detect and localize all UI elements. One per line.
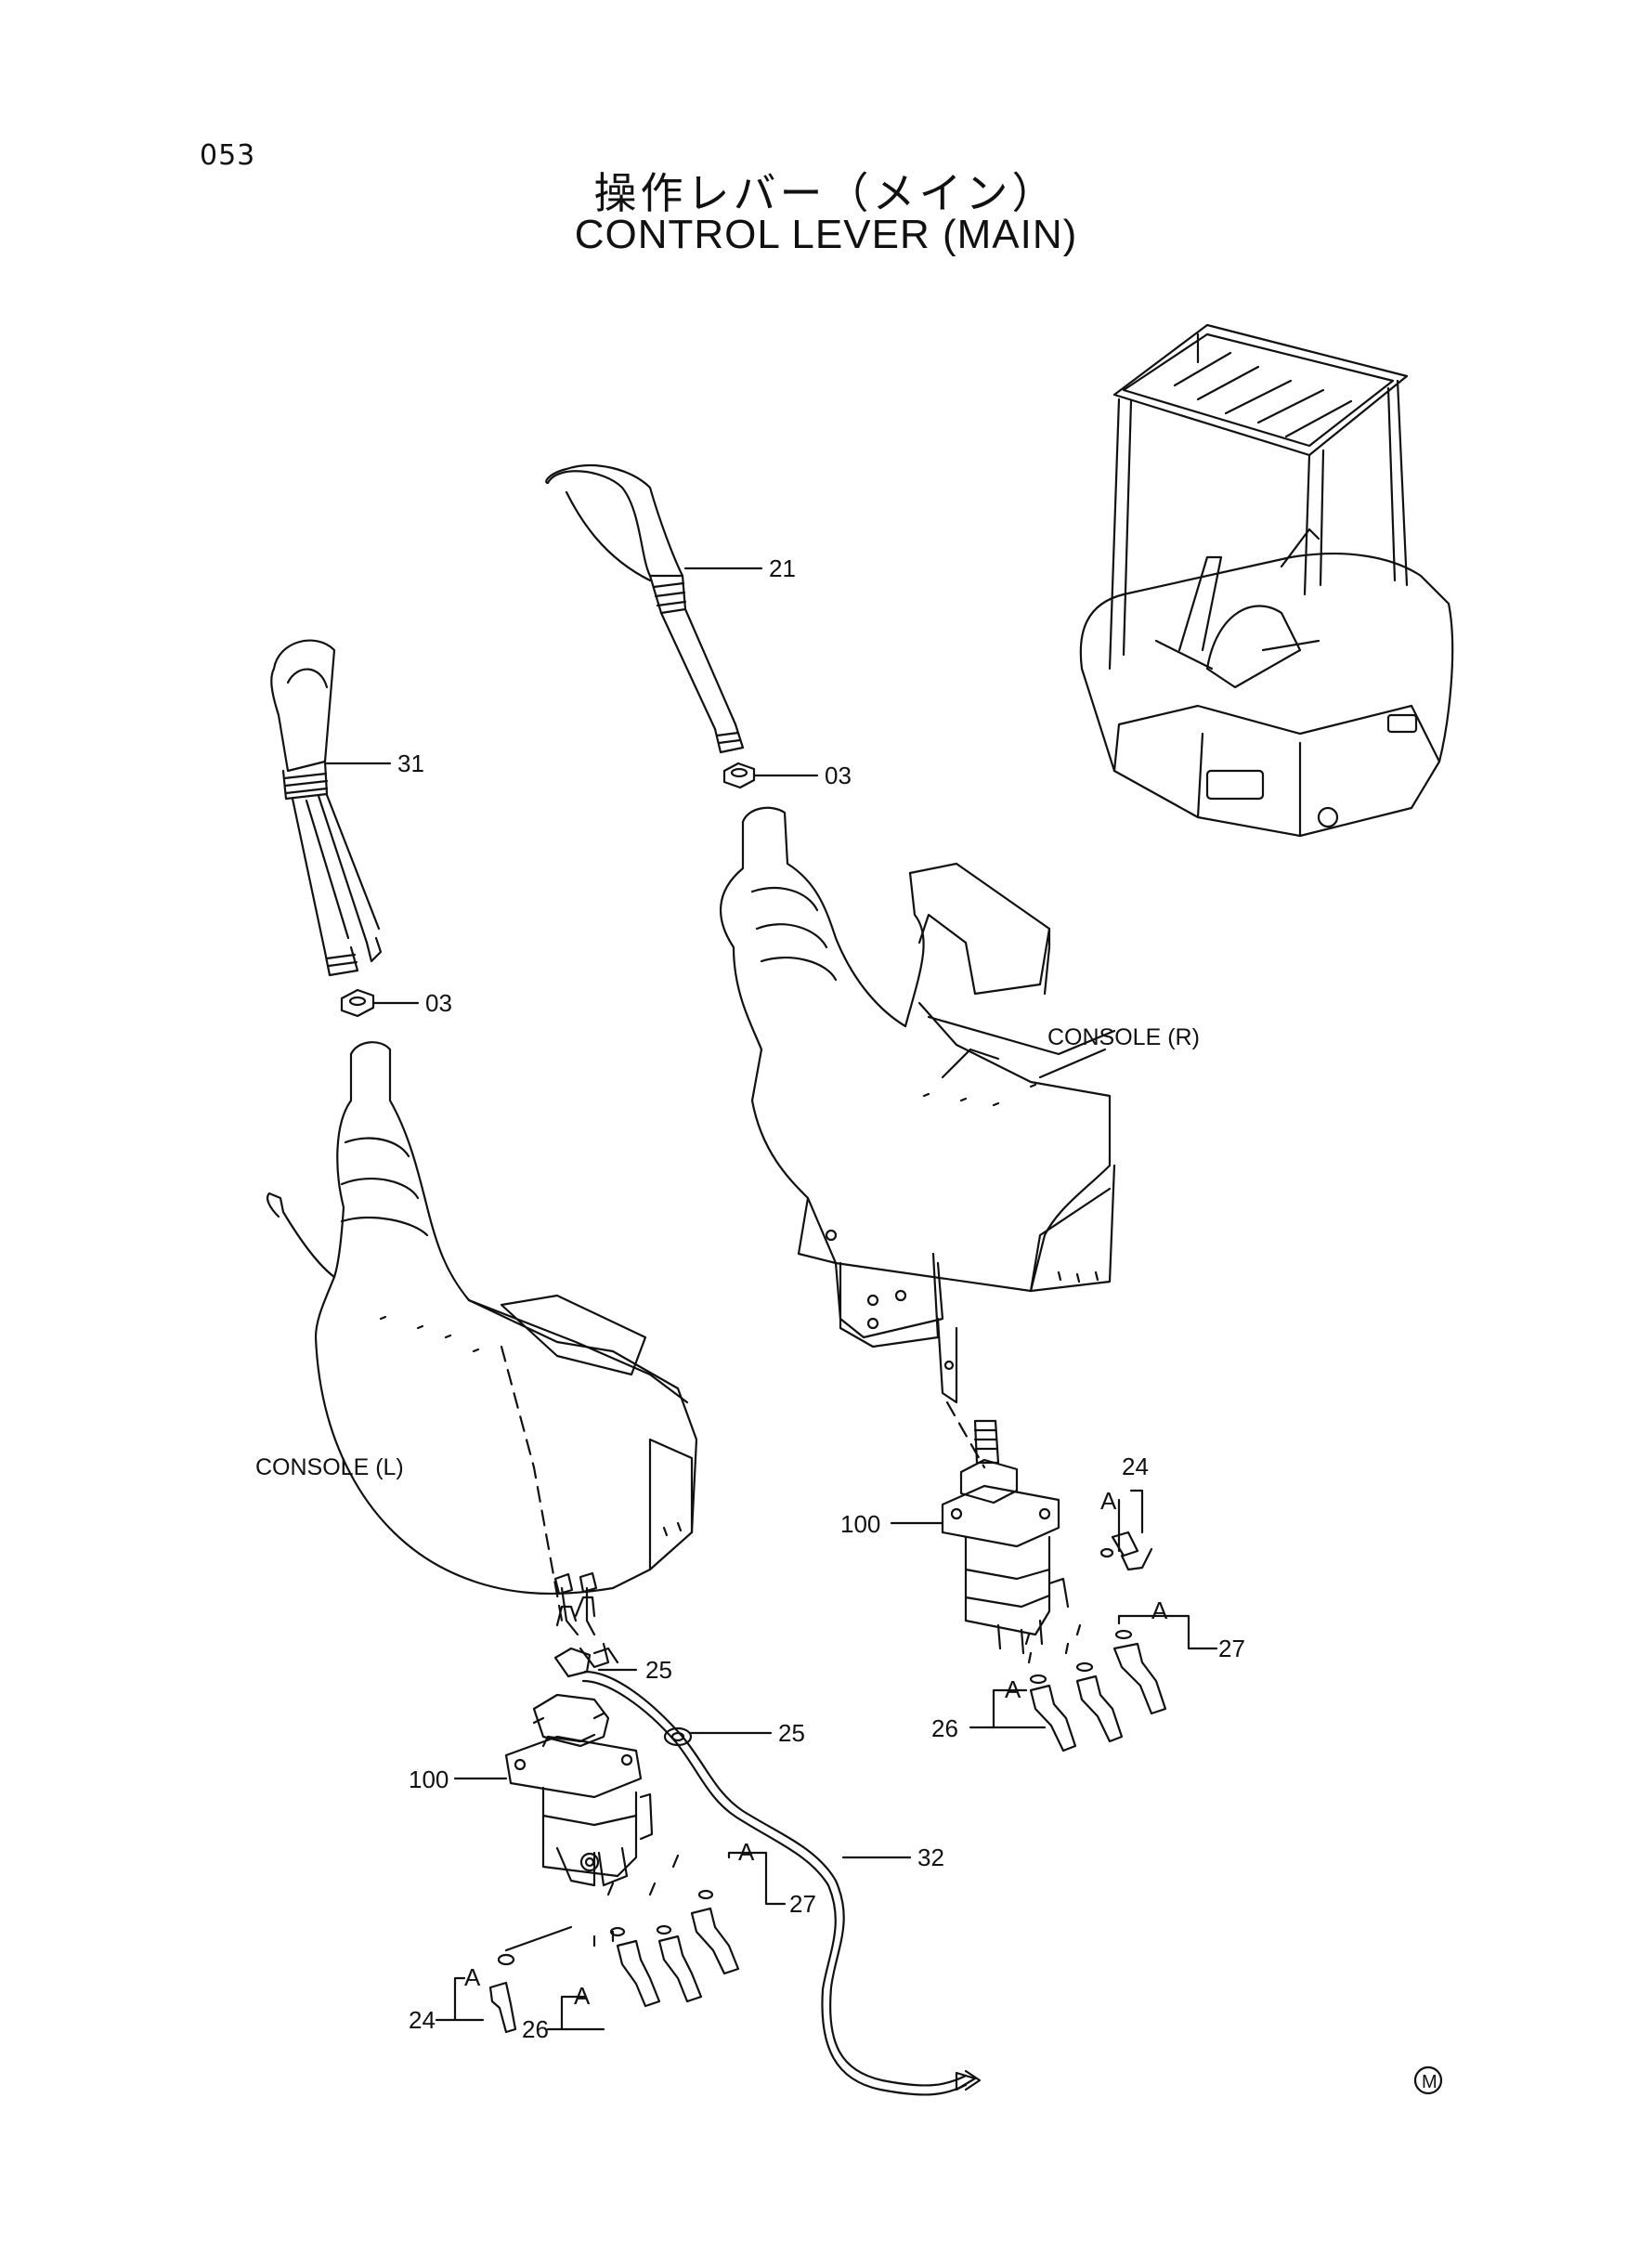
callout-27-left: 27: [789, 1890, 816, 1918]
leader-a-valve-left: [504, 1925, 573, 1952]
pilot-valve-100-right: [941, 1419, 1070, 1655]
callout-03-left: 03: [425, 989, 452, 1017]
nut-03-left: [340, 988, 375, 1018]
callout-31: 31: [397, 749, 424, 777]
callout-03-right: 03: [825, 762, 852, 789]
page-title-japanese: 操作レバー（メイン）: [593, 168, 1059, 218]
leader-24-right: [1129, 1489, 1144, 1534]
callout-25a: 25: [645, 1656, 672, 1684]
callout-100-right: 100: [840, 1510, 880, 1538]
page-title: CONTROL LEVER (MAIN): [574, 212, 1078, 257]
callout-32: 32: [917, 1844, 944, 1871]
port-mark-a-27r: A: [1151, 1596, 1168, 1624]
nut-03-right: [722, 762, 756, 789]
bracket-a-27r: [1117, 1614, 1209, 1650]
footer-mark-circle: [1413, 2065, 1443, 2095]
excavator-cab-illustration: [1079, 323, 1454, 838]
console-right: [719, 806, 1116, 1404]
callout-25b: 25: [778, 1719, 805, 1747]
lever-31-grip: [270, 639, 383, 977]
callout-27-right: 27: [1218, 1635, 1245, 1662]
bracket-a-27l: [727, 1851, 782, 1906]
console-left: [266, 1041, 698, 1596]
page-number: 053: [200, 139, 256, 172]
port-mark-a-26r: A: [1005, 1675, 1021, 1703]
port-mark-a-26l: A: [574, 1982, 591, 2010]
lever-21-grip: [545, 463, 745, 754]
callout-24-right: 24: [1122, 1453, 1149, 1480]
clamp-25: [663, 1726, 693, 1747]
wire-25: [553, 1571, 619, 1664]
callout-26-right: 26: [931, 1714, 958, 1742]
console-left-label: CONSOLE (L): [255, 1454, 404, 1480]
footer-mark: M: [1422, 2072, 1437, 2092]
port-mark-a-24l: A: [464, 1963, 481, 1991]
callout-26-left: 26: [522, 2015, 549, 2043]
callout-21: 21: [769, 554, 796, 582]
port-mark-a-24r: A: [1100, 1487, 1117, 1515]
port-mark-a-27l: A: [738, 1838, 755, 1866]
callout-100-left: 100: [409, 1765, 449, 1793]
fittings-26-27-right: [1024, 1623, 1167, 1752]
callout-24-left: 24: [409, 2006, 436, 2034]
console-right-label: CONSOLE (R): [1047, 1024, 1200, 1050]
fittings-26-27-left: [488, 1854, 740, 2034]
fitting-24-right: [1099, 1531, 1153, 1571]
pilot-valve-100-left: [504, 1596, 654, 1887]
